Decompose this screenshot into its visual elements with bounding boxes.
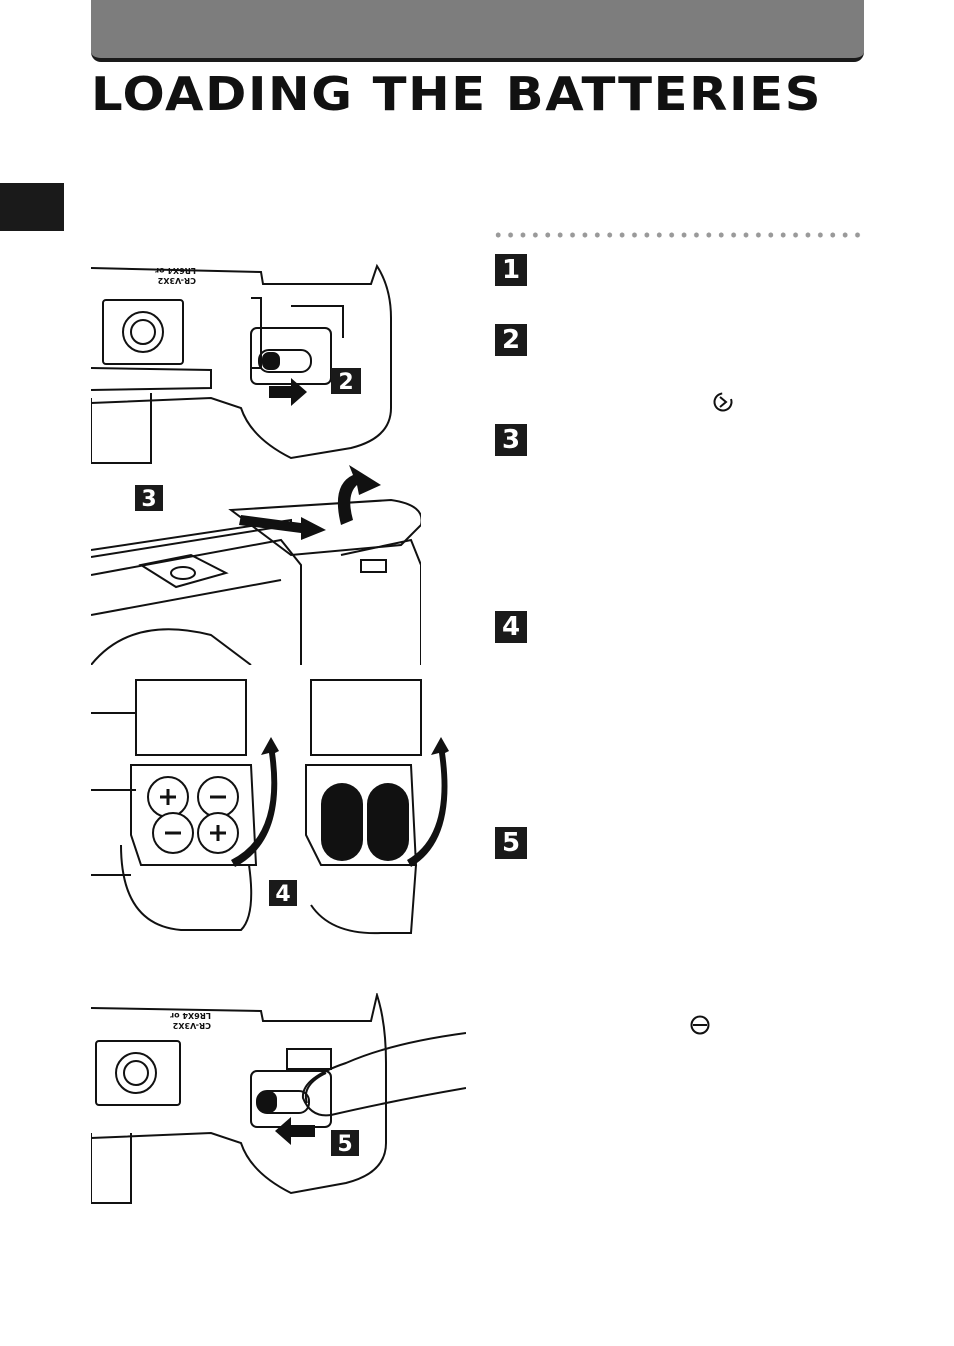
callout-step2: 2 bbox=[338, 370, 353, 395]
battery-compartment-open-icon bbox=[713, 392, 733, 412]
chapter-tab bbox=[0, 183, 64, 231]
battery-label-line1-b: CR-V3X2 bbox=[173, 1021, 211, 1030]
illustration-step2-slide-switch: CR-V3X2 LR6X4 or 2 bbox=[91, 263, 392, 464]
page-title: LOADING THE BATTERIES bbox=[91, 67, 823, 121]
step-badge-3: 3 bbox=[495, 424, 527, 456]
step-badge-1: 1 bbox=[495, 254, 527, 286]
battery-label-line2: LR6X4 or bbox=[155, 266, 196, 275]
step-badge-4: 4 bbox=[495, 611, 527, 643]
illustration-step4-insert-batteries: 4 bbox=[91, 679, 449, 935]
battery-compartment-lock-icon bbox=[690, 1015, 710, 1035]
callout-step5: 5 bbox=[337, 1132, 352, 1157]
dotted-divider bbox=[492, 231, 864, 239]
battery-label-line2-b: LR6X4 or bbox=[170, 1011, 211, 1020]
step-badge-2: 2 bbox=[495, 324, 527, 356]
illustration-step5-lock-switch: CR-V3X2 LR6X4 or 5 bbox=[91, 993, 466, 1204]
callout-step4: 4 bbox=[275, 882, 290, 907]
callout-step3: 3 bbox=[141, 487, 156, 512]
step-badge-5: 5 bbox=[495, 827, 527, 859]
header-bar bbox=[91, 0, 864, 62]
battery-label-line1: CR-V3X2 bbox=[158, 276, 196, 285]
illustration-step3-open-lid: 3 bbox=[91, 465, 421, 665]
